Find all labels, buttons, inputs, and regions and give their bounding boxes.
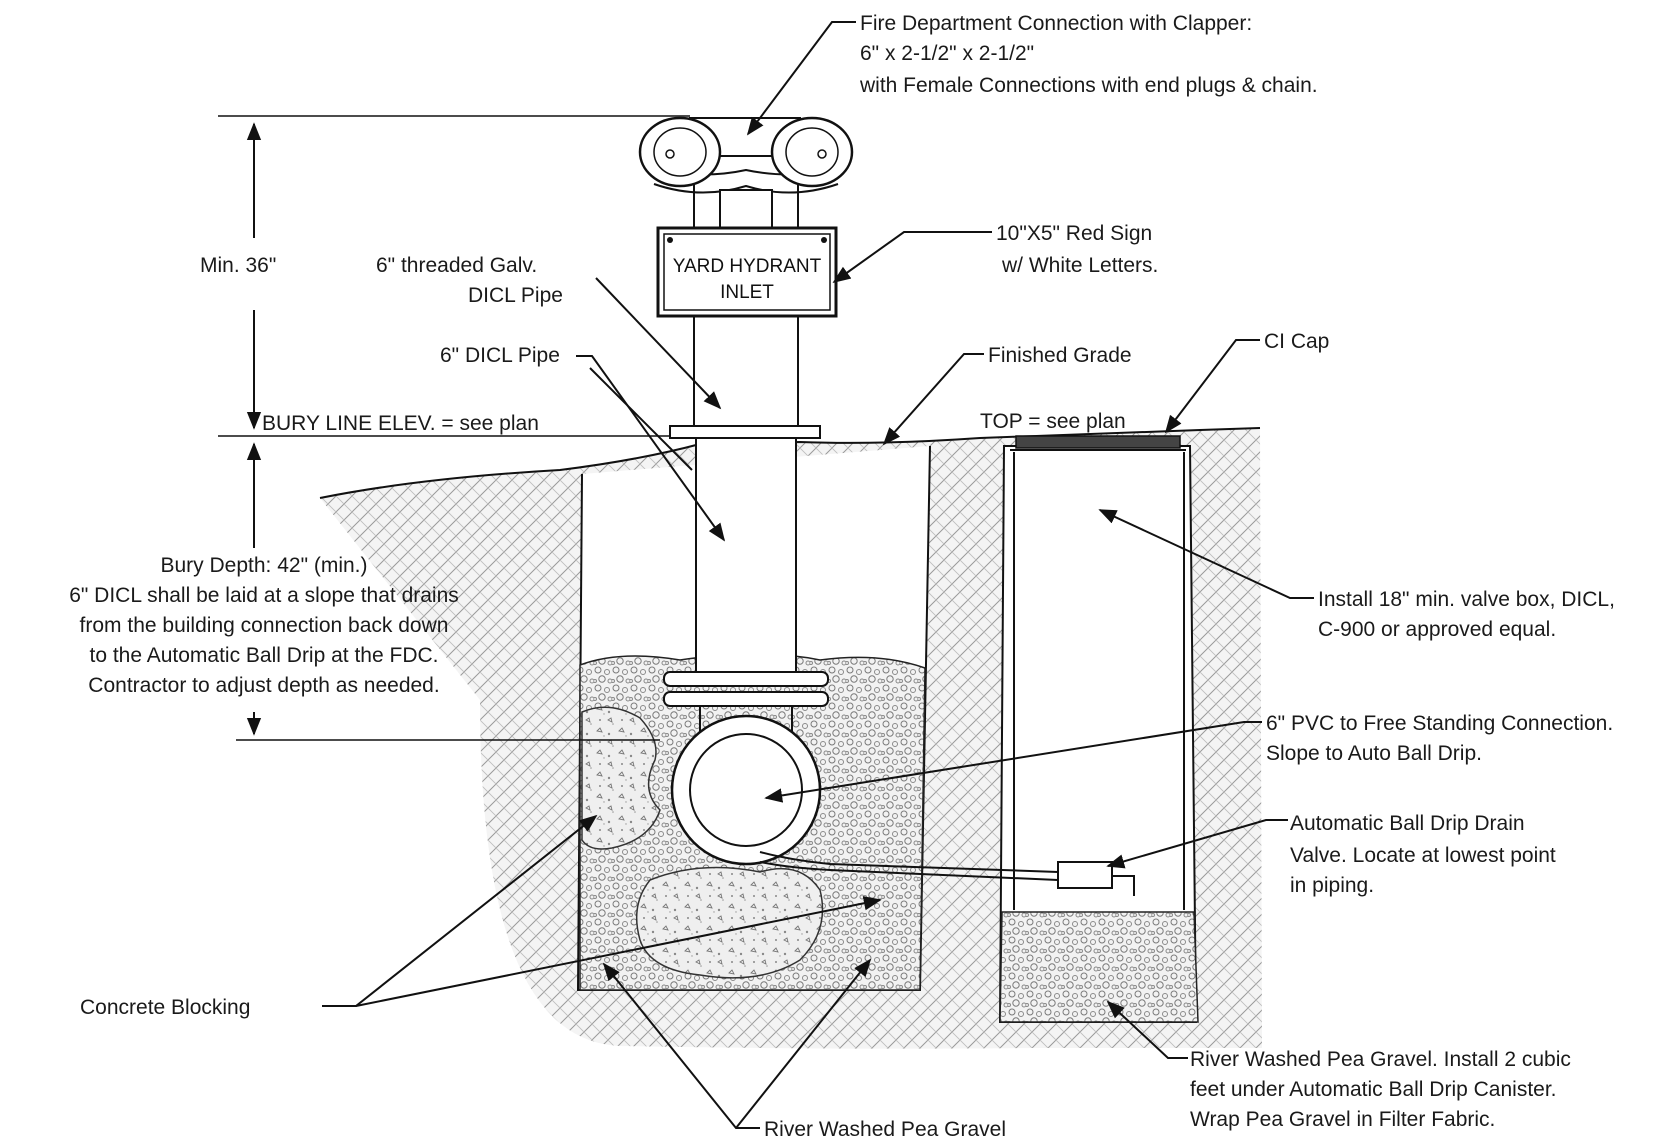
bury-depth-line4: to the Automatic Ball Drip at the FDC. xyxy=(90,644,439,667)
valve-box-label-line2: C-900 or approved equal. xyxy=(1318,618,1556,641)
bury-depth-line3: from the building connection back down xyxy=(80,614,449,637)
galv-pipe-label-line2: DICL Pipe xyxy=(468,284,563,307)
dimension-lines xyxy=(218,115,690,741)
drain-line xyxy=(759,851,1059,873)
gravel-right-label-line3: Wrap Pea Gravel in Filter Fabric. xyxy=(1190,1108,1495,1131)
finished-grade-label: Finished Grade xyxy=(988,344,1132,367)
ball-drip-label-line3: in piping. xyxy=(1290,874,1374,897)
pvc-label-line2: Slope to Auto Ball Drip. xyxy=(1266,742,1482,765)
pvc-label-line1: 6" PVC to Free Standing Connection. xyxy=(1266,712,1613,735)
pipe-flange xyxy=(669,425,821,439)
pipe-coupling-2 xyxy=(663,691,829,707)
galv-pipe-label-line1: 6" threaded Galv. xyxy=(376,254,537,277)
leader-lines xyxy=(322,21,1314,1129)
dicl-pipe-label: 6" DICL Pipe xyxy=(440,344,560,367)
ci-cap-label: CI Cap xyxy=(1264,330,1329,353)
ci-cap-lid xyxy=(1015,435,1181,449)
fdc-label-line1: Fire Department Connection with Clapper: xyxy=(860,12,1252,35)
bury-depth-line2: 6" DICL shall be laid at a slope that dr… xyxy=(69,584,459,607)
fire-department-connection xyxy=(638,116,854,231)
pipe-coupling-1 xyxy=(663,671,829,687)
sign-note-line1: 10"X5" Red Sign xyxy=(996,222,1152,245)
sign-text-line1: YARD HYDRANT xyxy=(673,256,822,277)
sign-note-line2: w/ White Letters. xyxy=(1001,254,1158,277)
fdc-label-line3: with Female Connections with end plugs &… xyxy=(859,74,1318,97)
top-note-label: TOP = see plan xyxy=(980,410,1126,433)
ball-drip-label-line1: Automatic Ball Drip Drain xyxy=(1290,812,1525,835)
pipe-elbow xyxy=(670,714,822,866)
valve-box-label-line1: Install 18" min. valve box, DICL, xyxy=(1318,588,1615,611)
ball-drip-label-line2: Valve. Locate at lowest point xyxy=(1290,844,1556,867)
fdc-label-line2: 6" x 2-1/2" x 2-1/2" xyxy=(860,42,1034,65)
gravel-right-label-line2: feet under Automatic Ball Drip Canister. xyxy=(1190,1078,1557,1101)
gravel-bottom-label: River Washed Pea Gravel xyxy=(764,1118,1006,1141)
gravel-right-label-line1: River Washed Pea Gravel. Install 2 cubic xyxy=(1190,1048,1571,1071)
valve-box xyxy=(998,435,1199,1023)
concrete-block-left xyxy=(581,706,661,850)
concrete-blocking-label: Concrete Blocking xyxy=(80,996,250,1019)
sign-text-line2: INLET xyxy=(720,282,774,303)
bury-depth-line5: Contractor to adjust depth as needed. xyxy=(88,674,439,697)
concrete-block-center xyxy=(635,866,824,979)
bury-line-label: BURY LINE ELEV. = see plan xyxy=(262,412,539,435)
bury-depth-line1: Bury Depth: 42" (min.) xyxy=(160,554,367,577)
min-height-label: Min. 36" xyxy=(200,254,276,277)
ball-drip-valve xyxy=(1057,861,1113,889)
yard-hydrant-sign: YARD HYDRANT INLET xyxy=(656,226,838,318)
